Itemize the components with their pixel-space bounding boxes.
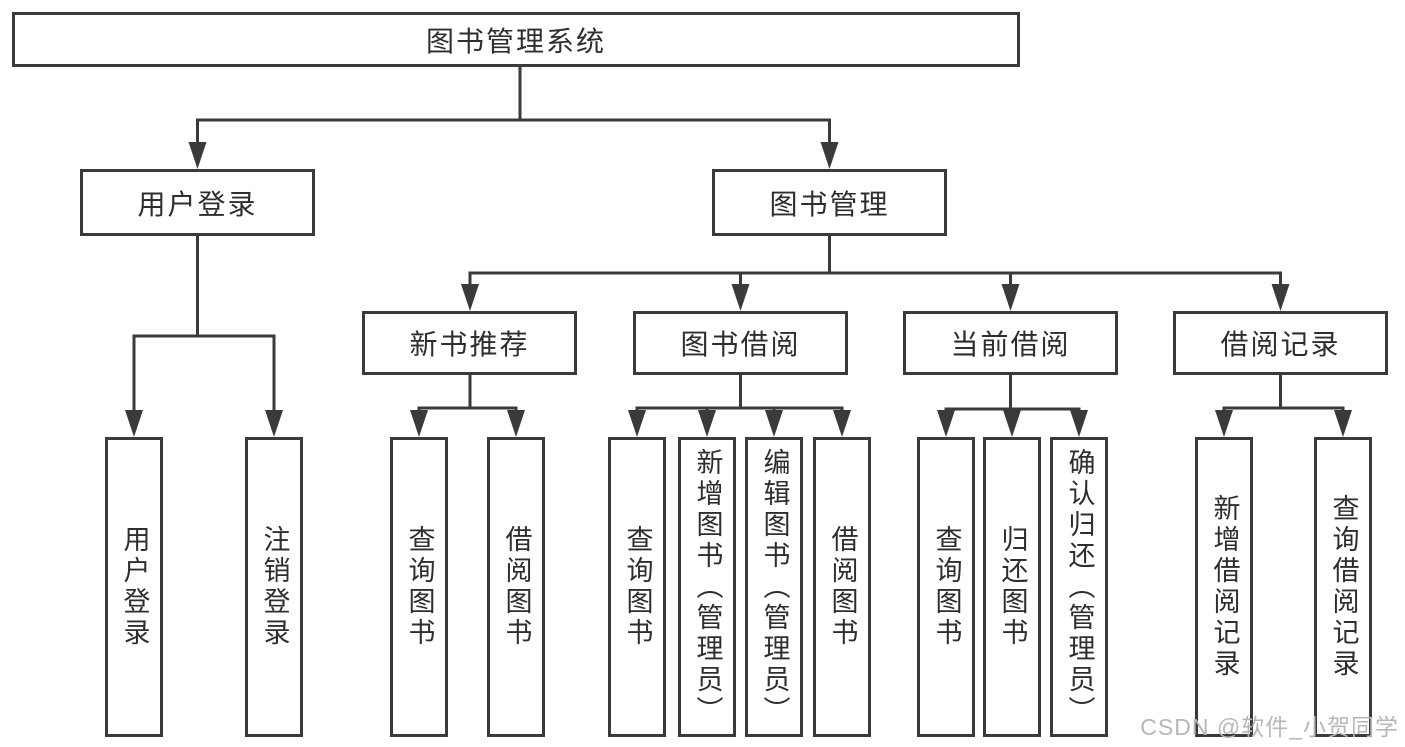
arrowhead-icon (188, 142, 207, 169)
node-leaf-return-book: 归还图书 (983, 437, 1041, 737)
arrowhead-icon (1003, 410, 1021, 437)
arrowhead-icon (265, 410, 283, 437)
node-leaf-logout: 注销登录 (245, 437, 303, 737)
arrowhead-icon (765, 410, 783, 437)
node-book-borrow: 图书借阅 (633, 311, 848, 375)
node-leaf-borrow-book-2: 借阅图书 (813, 437, 871, 737)
arrowhead-icon (507, 410, 525, 437)
arrowhead-icon (125, 410, 143, 437)
node-user-login: 用户登录 (80, 169, 315, 236)
node-book-management: 图书管理 (712, 169, 947, 236)
arrowhead-icon (410, 410, 428, 437)
node-leaf-confirm-return-admin: 确认归还（管理员） (1050, 437, 1108, 737)
arrowhead-icon (820, 142, 839, 169)
arrowhead-icon (1001, 284, 1020, 311)
node-leaf-query-borrow-record: 查询借阅记录 (1314, 437, 1372, 737)
arrowhead-icon (937, 410, 955, 437)
node-leaf-user-login: 用户登录 (105, 437, 163, 737)
watermark: CSDN @软件_小贺同学 (1140, 714, 1399, 740)
node-new-book-recommend: 新书推荐 (362, 311, 577, 375)
arrowhead-icon (1271, 284, 1290, 311)
node-leaf-edit-book-admin: 编辑图书（管理员） (745, 437, 803, 737)
node-leaf-query-book-2: 查询图书 (608, 437, 666, 737)
node-leaf-add-book-admin: 新增图书（管理员） (678, 437, 736, 737)
arrowhead-icon (1334, 410, 1352, 437)
arrowhead-icon (731, 284, 750, 311)
node-current-borrow: 当前借阅 (903, 311, 1118, 375)
node-root: 图书管理系统 (12, 12, 1020, 67)
arrowhead-icon (1215, 410, 1233, 437)
arrowhead-icon (628, 410, 646, 437)
node-leaf-add-borrow-record: 新增借阅记录 (1195, 437, 1253, 737)
arrowhead-icon (833, 410, 851, 437)
node-borrow-records: 借阅记录 (1173, 311, 1388, 375)
node-leaf-query-book-3: 查询图书 (917, 437, 975, 737)
node-leaf-borrow-book-1: 借阅图书 (487, 437, 545, 737)
arrowhead-icon (461, 284, 479, 311)
node-leaf-query-book-1: 查询图书 (390, 437, 448, 737)
arrowhead-icon (1070, 410, 1088, 437)
arrowhead-icon (698, 410, 716, 437)
